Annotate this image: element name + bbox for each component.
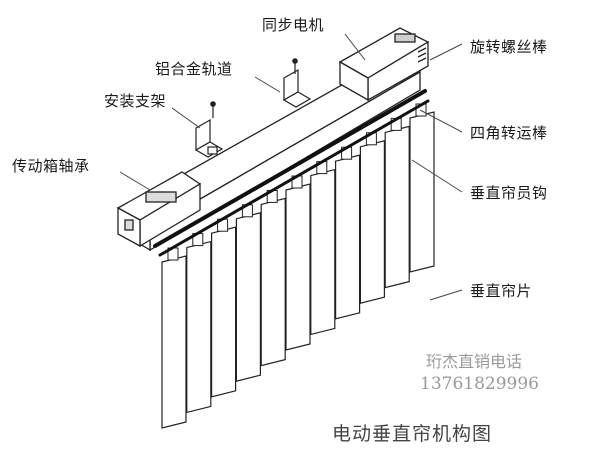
mounting-bracket-1 bbox=[194, 101, 224, 158]
diagram-caption: 电动垂直帘机构图 bbox=[332, 423, 493, 445]
mounting-bracket-2 bbox=[282, 58, 312, 108]
label-gearbox-shaft: 传动箱轴承 bbox=[12, 157, 90, 175]
track-rails bbox=[153, 89, 430, 257]
leader-lines bbox=[119, 33, 463, 301]
blade-10 bbox=[384, 125, 410, 289]
label-rotating-screw: 旋转螺丝棒 bbox=[470, 38, 548, 56]
watermark-line2: 13761829996 bbox=[420, 374, 539, 394]
blade-3 bbox=[211, 226, 237, 398]
label-hanger-hook: 垂直帘员钩 bbox=[470, 184, 548, 202]
label-square-rod: 四角转运棒 bbox=[470, 124, 548, 142]
watermark-line1: 珩杰直销电话 bbox=[426, 352, 523, 371]
label-sync-motor: 同步电机 bbox=[262, 16, 325, 34]
blade-9 bbox=[359, 140, 385, 304]
gearbox bbox=[116, 171, 202, 248]
label-mounting-bracket: 安装支架 bbox=[104, 92, 167, 110]
blade-7 bbox=[310, 168, 336, 336]
blade-8 bbox=[335, 154, 361, 320]
label-aluminum-track: 铝合金轨道 bbox=[155, 60, 233, 78]
blade-2 bbox=[186, 240, 212, 414]
blade-6 bbox=[285, 183, 311, 351]
blade-1 bbox=[161, 255, 187, 429]
blades-group bbox=[161, 103, 435, 429]
label-blade: 垂直帘片 bbox=[470, 282, 533, 300]
sync-motor bbox=[338, 27, 430, 102]
blade-4 bbox=[235, 212, 261, 382]
blade-11 bbox=[409, 111, 435, 273]
blade-5 bbox=[260, 197, 286, 367]
